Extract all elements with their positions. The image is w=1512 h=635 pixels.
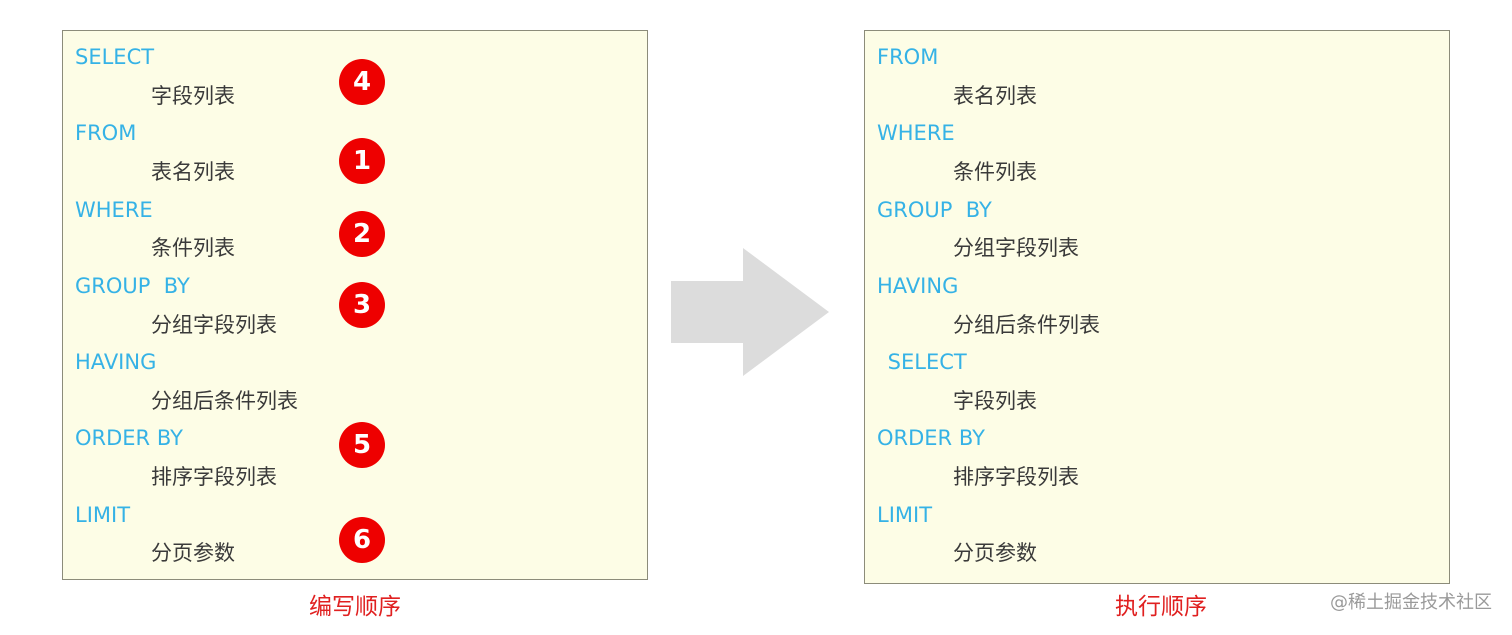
detail-field-list: 字段列表 [151,84,235,108]
keyword-where: WHERE [877,121,955,145]
detail-condition-list: 条件列表 [953,160,1037,184]
step-badge-2: 2 [339,211,385,257]
keyword-group-by: GROUP BY [877,198,992,222]
keyword-order-by: ORDER BY [75,426,183,450]
writing-order-panel: SELECT 字段列表 4 FROM 表名列表 1 WHERE 条件列表 2 G… [62,30,648,580]
detail-sort-field-list: 排序字段列表 [953,465,1079,489]
keyword-select: SELECT [881,350,967,374]
keyword-order-by: ORDER BY [877,426,985,450]
keyword-from: FROM [877,45,939,69]
detail-group-condition-list: 分组后条件列表 [953,313,1100,337]
keyword-having: HAVING [877,274,959,298]
detail-table-list: 表名列表 [151,160,235,184]
step-badge-4: 4 [339,59,385,105]
detail-field-list: 字段列表 [953,389,1037,413]
detail-paging-params: 分页参数 [953,541,1037,565]
step-badge-1: 1 [339,138,385,184]
watermark: @稀土掘金技术社区 [1330,592,1492,613]
detail-table-list: 表名列表 [953,84,1037,108]
detail-condition-list: 条件列表 [151,236,235,260]
keyword-limit: LIMIT [877,503,933,527]
execution-order-panel: FROM 表名列表 WHERE 条件列表 GROUP BY 分组字段列表 HAV… [864,30,1450,584]
keyword-select: SELECT [75,45,155,69]
keyword-where: WHERE [75,198,153,222]
keyword-having: HAVING [75,350,157,374]
detail-paging-params: 分页参数 [151,541,235,565]
step-badge-3: 3 [339,282,385,328]
keyword-from: FROM [75,121,137,145]
detail-group-condition-list: 分组后条件列表 [151,389,298,413]
keyword-group-by: GROUP BY [75,274,190,298]
right-arrow-icon [671,248,829,376]
detail-group-field-list: 分组字段列表 [953,236,1079,260]
detail-sort-field-list: 排序字段列表 [151,465,277,489]
keyword-limit: LIMIT [75,503,131,527]
step-badge-5: 5 [339,422,385,468]
execution-order-caption: 执行顺序 [1115,594,1207,620]
detail-group-field-list: 分组字段列表 [151,313,277,337]
writing-order-caption: 编写顺序 [309,594,401,620]
step-badge-6: 6 [339,517,385,563]
